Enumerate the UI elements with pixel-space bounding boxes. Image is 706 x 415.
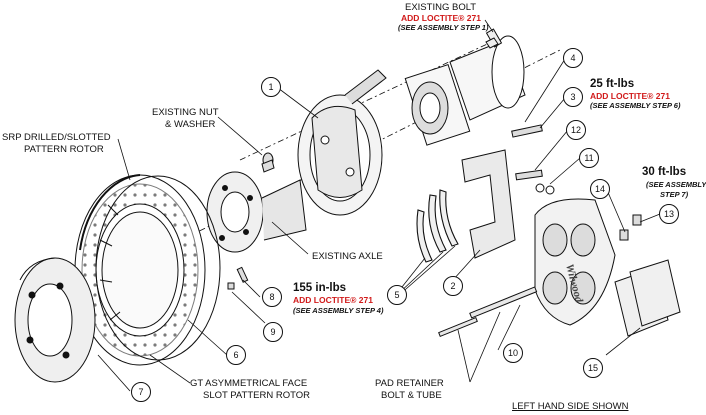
label-footer: LEFT HAND SIDE SHOWN bbox=[512, 401, 629, 412]
caliper: Wilwood bbox=[534, 198, 616, 326]
callout-10: 10 bbox=[503, 343, 523, 363]
label-existing-bolt-step: (SEE ASSEMBLY STEP 1) bbox=[398, 23, 489, 32]
torque-25-loctite: ADD LOCTITE® 271 bbox=[590, 91, 670, 101]
label-existing-bolt: EXISTING BOLT bbox=[405, 2, 477, 13]
hat-bolts bbox=[227, 266, 249, 290]
callout-5: 5 bbox=[387, 285, 407, 305]
existing-nut bbox=[261, 152, 275, 173]
callout-4: 4 bbox=[563, 48, 583, 68]
axle-housing bbox=[404, 35, 526, 146]
brackets bbox=[416, 189, 459, 263]
rotor-hat bbox=[14, 257, 96, 383]
label-pad-retainer-2: BOLT & TUBE bbox=[381, 390, 442, 401]
callout-11: 11 bbox=[579, 148, 599, 168]
callout-9: 9 bbox=[263, 322, 283, 342]
label-existing-axle: EXISTING AXLE bbox=[312, 251, 383, 262]
parking-brake-assembly bbox=[297, 69, 387, 216]
callout-15: 15 bbox=[583, 358, 603, 378]
torque-30: 30 ft-lbs bbox=[642, 166, 687, 178]
pad-retainer bbox=[438, 286, 538, 337]
callout-1: 1 bbox=[261, 77, 281, 97]
caliper-bracket bbox=[461, 149, 516, 259]
rotor-gt bbox=[95, 175, 221, 361]
label-gt-rotor-2: SLOT PATTERN ROTOR bbox=[203, 390, 310, 401]
callout-3: 3 bbox=[563, 87, 583, 107]
callout-14: 14 bbox=[590, 179, 610, 199]
label-rotor-1: SRP DRILLED/SLOTTED bbox=[2, 132, 111, 143]
bracket-bolts bbox=[511, 124, 555, 195]
callout-6: 6 bbox=[226, 345, 246, 365]
torque-30-step-1: (SEE ASSEMBLY bbox=[646, 180, 706, 189]
torque-25: 25 ft-lbs bbox=[590, 78, 635, 90]
label-existing-nut-2: & WASHER bbox=[165, 119, 216, 130]
existing-bolt bbox=[485, 28, 503, 49]
torque-155-step: (SEE ASSEMBLY STEP 4) bbox=[293, 306, 384, 315]
label-pad-retainer-1: PAD RETAINER bbox=[375, 378, 444, 389]
callout-7: 7 bbox=[131, 382, 151, 402]
label-existing-bolt-loctite: ADD LOCTITE® 271 bbox=[401, 13, 481, 23]
torque-155: 155 in-lbs bbox=[293, 282, 347, 294]
callout-8: 8 bbox=[262, 287, 282, 307]
callout-13: 13 bbox=[659, 204, 679, 224]
rotor-srp bbox=[74, 174, 206, 366]
brake-pads bbox=[614, 259, 681, 337]
callout-12: 12 bbox=[566, 120, 586, 140]
torque-25-step: (SEE ASSEMBLY STEP 6) bbox=[590, 101, 681, 110]
label-gt-rotor-1: GT ASYMMETRICAL FACE bbox=[190, 378, 308, 389]
label-existing-nut-1: EXISTING NUT bbox=[152, 107, 219, 118]
label-rotor-2: PATTERN ROTOR bbox=[24, 144, 104, 155]
torque-30-step-2: STEP 7) bbox=[660, 190, 689, 199]
axle-flange bbox=[206, 171, 307, 253]
callout-2: 2 bbox=[443, 276, 463, 296]
torque-155-loctite: ADD LOCTITE® 271 bbox=[293, 295, 373, 305]
